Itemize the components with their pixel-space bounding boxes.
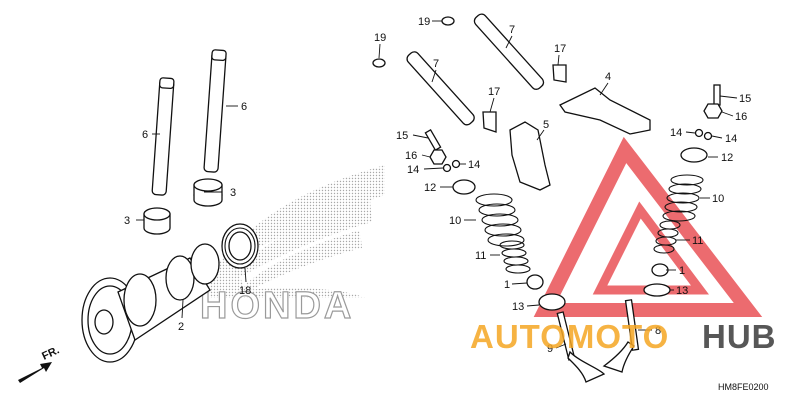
- callout-labels: 19 7 17 19 7 4 15 16 6 6 17 5 15 16 14 1…: [124, 16, 751, 355]
- inner-spring-right: [653, 220, 681, 254]
- washer-lower: [372, 58, 386, 68]
- callout-11-left: 11: [475, 250, 486, 262]
- callout-4: 4: [605, 71, 611, 83]
- spring-seat-left: [538, 293, 566, 311]
- outer-spring-right: [662, 174, 704, 222]
- callout-10-left: 10: [449, 215, 461, 227]
- callout-3-upper: 3: [230, 187, 236, 199]
- clip-right: [552, 64, 567, 83]
- callout-19-lower: 19: [374, 32, 386, 44]
- front-direction-label: FR.: [40, 344, 61, 362]
- rocker-shaft-right: [473, 13, 545, 90]
- cotter-left-a: [442, 163, 452, 173]
- callout-9: 9: [547, 343, 553, 355]
- callout-14-left-b: 14: [468, 159, 480, 171]
- callout-1-left: 1: [504, 279, 510, 291]
- push-rod-left: [151, 77, 175, 196]
- callout-18: 18: [239, 285, 251, 297]
- callout-2: 2: [178, 321, 184, 333]
- callout-14-right-a: 14: [670, 127, 682, 139]
- stem-seal-left: [526, 274, 544, 290]
- callout-7-lower: 7: [433, 58, 439, 70]
- diagram-reference-code: HM8FE0200: [718, 382, 769, 392]
- rocker-shaft-left: [406, 51, 475, 126]
- outer-spring-left: [475, 193, 525, 247]
- cotter-right-a: [694, 128, 704, 138]
- callout-16-right: 16: [735, 111, 747, 123]
- valve-left: [556, 311, 606, 383]
- callout-6-left: 6: [142, 129, 148, 141]
- callout-15-right: 15: [739, 93, 751, 105]
- callout-15-left: 15: [396, 130, 408, 142]
- callout-6-right: 6: [241, 101, 247, 113]
- honda-logo-text: HONDA: [200, 285, 354, 327]
- retainer-right: [680, 147, 708, 163]
- callout-1-right: 1: [679, 265, 685, 277]
- callout-12-left: 12: [424, 182, 436, 194]
- callout-5: 5: [543, 119, 549, 131]
- callout-19-upper: 19: [418, 16, 430, 28]
- watermark-text: AUTOMOTO HUB: [470, 318, 777, 355]
- callout-17-upper: 17: [554, 43, 566, 55]
- clip-left: [482, 111, 497, 133]
- lock-nut-left: [429, 149, 447, 165]
- rocker-arm-right: [559, 87, 651, 135]
- tappet-lower: [143, 207, 171, 235]
- adjusting-screw-right: [713, 84, 721, 106]
- callout-3-lower: 3: [124, 215, 130, 227]
- watermark-word-automoto: AUTOMOTO: [470, 318, 669, 355]
- callout-10-right: 10: [712, 193, 724, 205]
- adjusting-screw-left: [424, 128, 442, 152]
- callout-7-upper: 7: [509, 24, 515, 36]
- callout-16-left: 16: [405, 150, 417, 162]
- honda-wing-logo: [208, 165, 385, 298]
- watermark-word-hub: HUB: [702, 318, 777, 355]
- callout-14-left-a: 14: [407, 164, 419, 176]
- callout-13-right: 13: [676, 285, 688, 297]
- cotter-right-b: [703, 131, 713, 141]
- bearing: [221, 223, 259, 269]
- cotter-left-b: [451, 159, 461, 169]
- lock-nut-right: [703, 103, 723, 119]
- callout-14-right-b: 14: [725, 133, 737, 145]
- spring-seat-right: [643, 283, 671, 297]
- callout-17-lower: 17: [488, 86, 500, 98]
- front-direction-arrow-icon: [18, 362, 52, 383]
- retainer-left: [452, 179, 476, 195]
- rocker-arm-left: [509, 121, 551, 191]
- callout-11-right: 11: [692, 235, 703, 247]
- callout-12-right: 12: [721, 152, 733, 164]
- inner-spring-left: [499, 240, 531, 274]
- stem-seal-right: [651, 263, 669, 277]
- camshaft-assembly: [81, 243, 220, 363]
- push-rod-right: [203, 49, 227, 173]
- callout-13-left: 13: [512, 301, 524, 313]
- tappet-upper: [193, 178, 223, 207]
- washer-upper: [441, 16, 455, 26]
- callout-8: 8: [655, 325, 661, 337]
- valve-right: [602, 299, 640, 373]
